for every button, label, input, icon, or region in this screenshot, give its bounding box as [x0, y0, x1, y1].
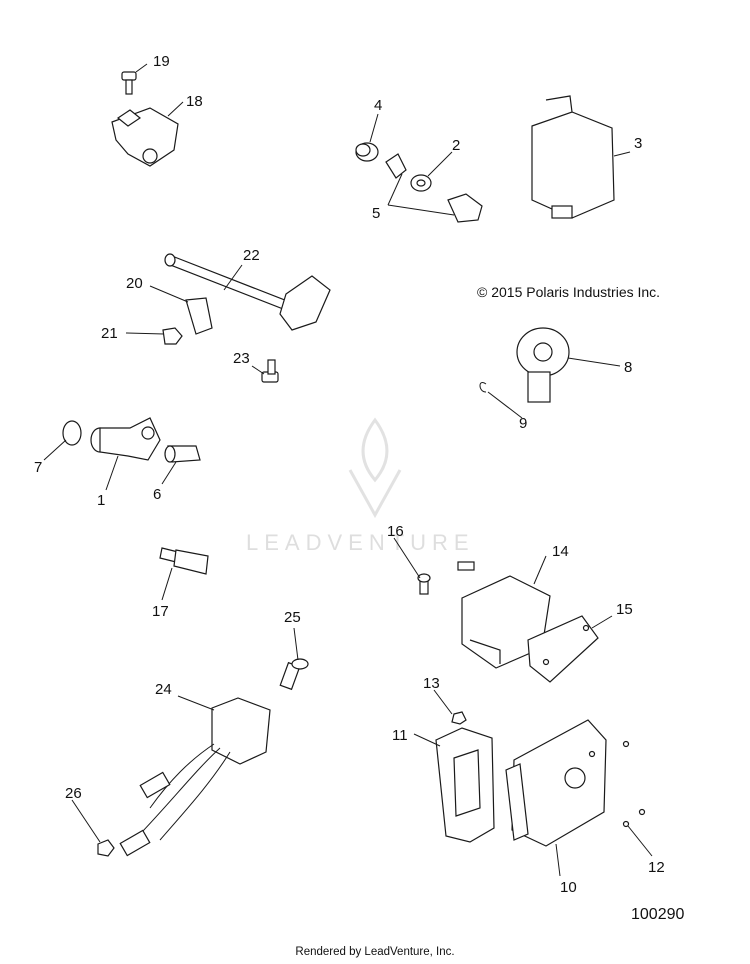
callout-16: 16 [387, 523, 404, 540]
part-6-bolt [164, 445, 201, 463]
part-21-nut [162, 327, 183, 345]
leader-lines [43, 63, 653, 877]
callout-labels: 19 18 4 2 3 5 22 20 21 23 8 9 7 1 6 16 1… [34, 53, 665, 896]
callout-22: 22 [243, 247, 260, 264]
callout-14: 14 [552, 543, 569, 560]
part-2-grommet [410, 174, 432, 192]
part-5-terminal [385, 153, 407, 179]
part-20-clip [185, 297, 213, 335]
callout-13: 13 [423, 675, 440, 692]
part-12-screws [588, 740, 646, 828]
callout-15: 15 [616, 601, 633, 618]
watermark-logo [348, 417, 402, 519]
callout-26: 26 [65, 785, 82, 802]
part-8-knock-sensor [516, 327, 570, 403]
part-7-o-ring [62, 420, 82, 446]
rendered-by-footer: Rendered by LeadVenture, Inc. [295, 946, 455, 958]
callout-3: 3 [634, 135, 642, 152]
callout-19: 19 [153, 53, 170, 70]
part-15-gasket [527, 615, 599, 683]
part-9-clip [479, 382, 487, 393]
part-22-speed-sensor [164, 253, 331, 331]
callout-17: 17 [152, 603, 169, 620]
callout-4: 4 [374, 97, 382, 114]
callout-7: 7 [34, 459, 42, 476]
callout-12: 12 [648, 859, 665, 876]
callout-10: 10 [560, 879, 577, 896]
callout-24: 24 [155, 681, 172, 698]
part-13-nut [451, 711, 467, 725]
part-17-temp-sensor [159, 547, 209, 575]
callout-8: 8 [624, 359, 632, 376]
part-24-module [119, 697, 271, 857]
callout-25: 25 [284, 609, 301, 626]
callout-20: 20 [126, 275, 143, 292]
part-18-map-sensor [111, 107, 179, 167]
callout-21: 21 [101, 325, 118, 342]
part-10-ecu [505, 719, 607, 847]
callout-9: 9 [519, 415, 527, 432]
callout-1: 1 [97, 492, 105, 509]
part-26-nut [97, 839, 115, 857]
callout-5: 5 [372, 205, 380, 222]
part-16-bolts [417, 561, 475, 595]
callout-6: 6 [153, 486, 161, 503]
part-5-connector [447, 193, 483, 223]
part-19-bolt [121, 71, 137, 95]
callout-23: 23 [233, 350, 250, 367]
copyright-notice: © 2015 Polaris Industries Inc. [477, 284, 661, 300]
callout-2: 2 [452, 137, 460, 154]
callout-18: 18 [186, 93, 203, 110]
part-1-cam-sensor [90, 417, 161, 461]
watermark-text: LEADVENTURE [246, 530, 475, 555]
part-3-relay [531, 95, 615, 219]
diagram-number: 100290 [631, 906, 685, 923]
part-11-bracket [435, 727, 495, 843]
part-4-cap [355, 142, 379, 162]
part-25-bolt [279, 658, 309, 691]
callout-11: 11 [392, 727, 408, 744]
part-23-bolt [261, 359, 279, 383]
